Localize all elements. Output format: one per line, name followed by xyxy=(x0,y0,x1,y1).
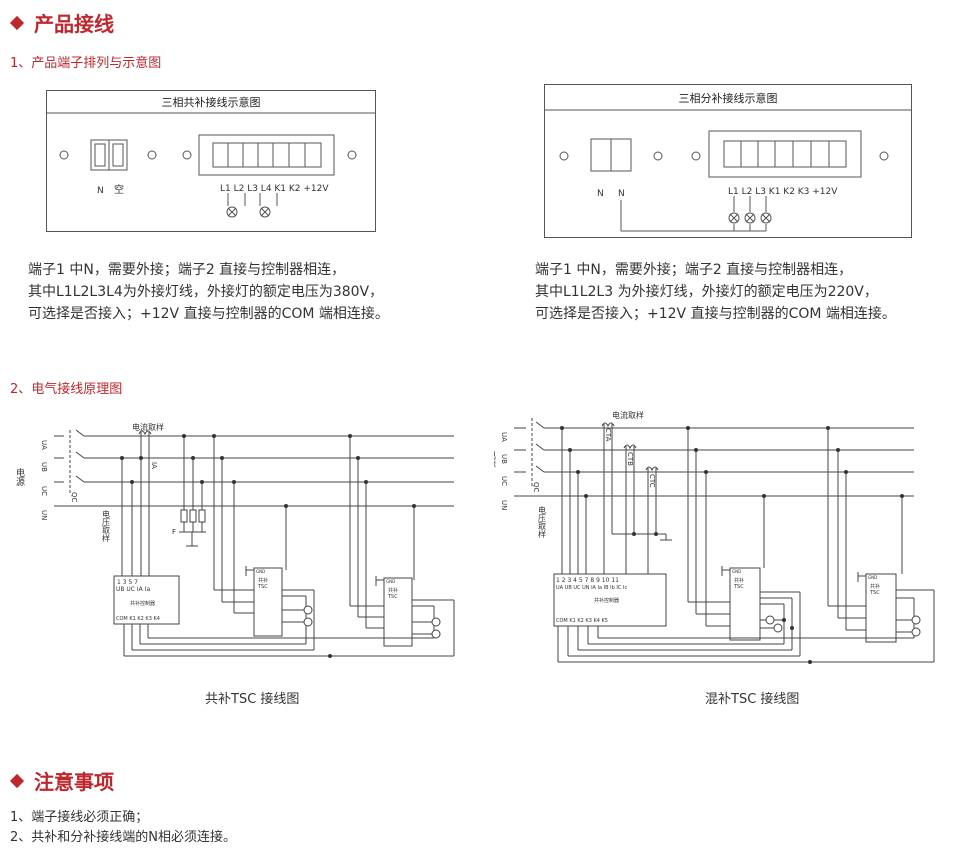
tsc-name: 共补 xyxy=(258,577,268,584)
bus-label: UB xyxy=(40,462,48,472)
terminal-panel-right: 三相分补接线示意图 N N L1 L2 L3 K1 K2 K3 +12V xyxy=(544,84,912,238)
lamp-icon xyxy=(259,206,271,218)
subsection-principle: 2、电气接线原理图 xyxy=(10,382,123,397)
diagram-caption-left: 共补TSC 接线图 xyxy=(205,692,300,707)
ct-label: CTA xyxy=(604,428,612,442)
description-line: 端子1 中N，需要外接；端子2 直接与控制器相连， xyxy=(535,262,853,278)
diamond-bullet-icon xyxy=(9,773,25,788)
ctrl-outputs: COM K1 K2 K3 K4 xyxy=(116,616,160,622)
section-title-notes: 注意事项 xyxy=(9,766,114,795)
source-label: 电源 xyxy=(494,449,496,469)
ct-label: CTB xyxy=(626,452,634,466)
ctrl-name: 共补控制器 xyxy=(594,597,619,604)
wiring-diagram-right: 电源 UA UB UC UN QC 电流取样 CTA CTB CTC 电压取样 … xyxy=(494,410,935,664)
panel-right-n2-label: N xyxy=(618,189,625,199)
fuse-label: F xyxy=(172,528,176,536)
terminal-panel-left: 三相共补接线示意图 N 空 L1 L2 L3 L4 K1 K2 +12V xyxy=(46,90,376,232)
tsc-name: 共补 xyxy=(870,583,880,590)
note-item: 1、端子接线必须正确； xyxy=(10,810,149,825)
ctrl-pin-names: UB UC IA Ia xyxy=(116,586,150,593)
voltage-sample-label: 电压取样 xyxy=(102,509,111,543)
tsc-sub: TSC xyxy=(733,584,744,590)
lamp-icon xyxy=(303,605,441,639)
bus-label: UN xyxy=(40,510,48,520)
lamp-icon xyxy=(226,206,238,218)
ia-label: IA xyxy=(150,462,158,469)
wiring-diagram-left: 电源 UA UB UC UN QC 电流取样 IA 电压取样 F 1 3 5 7… xyxy=(14,422,455,658)
bus-label: UN xyxy=(500,500,508,510)
notes-list: 1、端子接线必须正确； 2、共补和分补接线端的N相必须连接。 xyxy=(10,808,236,848)
bus-label: UC xyxy=(500,476,508,486)
section-title-text: 产品接线 xyxy=(34,12,114,36)
gnd-label: GND xyxy=(868,575,877,580)
ctrl-name: 共补控制器 xyxy=(130,600,155,607)
description-line: 其中L1L2L3 为外接灯线，外接灯的额定电压为220V， xyxy=(535,284,878,300)
lamp-icon xyxy=(744,212,756,224)
tsc-sub: TSC xyxy=(387,594,398,600)
current-sample-label: 电流取样 xyxy=(612,410,644,420)
ct-label: CTC xyxy=(648,474,656,488)
ctrl-outputs: COM K1 K2 K3 K4 K5 xyxy=(556,618,608,624)
bus-label: UA xyxy=(500,432,508,442)
note-item: 2、共补和分补接线端的N相必须连接。 xyxy=(10,830,236,845)
qc-label: QC xyxy=(70,492,78,503)
lamp-icon xyxy=(728,212,740,224)
panel-right-terminals: L1 L2 L3 K1 K2 K3 +12V xyxy=(728,187,838,197)
description-left: 端子1 中N，需要外接；端子2 直接与控制器相连， 其中L1L2L3L4为外接灯… xyxy=(28,259,389,325)
ctrl-pins: 1 3 5 7 xyxy=(117,579,138,586)
section-title-wiring: 产品接线 xyxy=(9,8,114,37)
description-line: 可选择是否接入；+12V 直接与控制器的COM 端相连接。 xyxy=(535,306,896,322)
section-title-text: 注意事项 xyxy=(34,770,114,794)
description-line: 其中L1L2L3L4为外接灯线，外接灯的额定电压为380V， xyxy=(28,284,384,300)
panel-left-terminals: L1 L2 L3 L4 K1 K2 +12V xyxy=(220,184,329,194)
lamp-icon xyxy=(765,615,921,637)
description-line: 端子1 中N，需要外接；端子2 直接与控制器相连， xyxy=(28,262,346,278)
description-right: 端子1 中N，需要外接；端子2 直接与控制器相连， 其中L1L2L3 为外接灯线… xyxy=(535,259,896,325)
gnd-label: GND xyxy=(386,579,395,584)
diagram-caption-right: 混补TSC 接线图 xyxy=(705,692,800,707)
tsc-name: 共补 xyxy=(388,587,398,594)
voltage-sample-label: 电压取样 xyxy=(538,505,547,539)
subsection-terminal: 1、产品端子排列与示意图 xyxy=(10,56,162,71)
description-line: 可选择是否接入；+12V 直接与控制器的COM 端相连接。 xyxy=(28,306,389,322)
panel-left-n2-label: 空 xyxy=(114,183,124,196)
bus-label: UB xyxy=(500,454,508,464)
panel-left-title: 三相共补接线示意图 xyxy=(162,95,261,109)
panel-right-title: 三相分补接线示意图 xyxy=(679,91,778,105)
diamond-bullet-icon xyxy=(9,15,25,30)
bus-label: UA xyxy=(40,440,48,450)
lamp-icon xyxy=(760,212,772,224)
tsc-sub: TSC xyxy=(869,590,880,596)
gnd-label: GND xyxy=(732,569,741,574)
tsc-name: 共补 xyxy=(734,577,744,584)
source-label: 电源 xyxy=(14,467,25,487)
qc-label: QC xyxy=(532,482,540,493)
current-sample-label: 电流取样 xyxy=(132,422,164,432)
tsc-sub: TSC xyxy=(257,584,268,590)
bus-label: UC xyxy=(40,486,48,496)
ctrl-pin-names: UA UB UC UN IA Ia IB Ib IC Ic xyxy=(556,585,627,591)
gnd-label: GND xyxy=(256,569,265,574)
ctrl-pins: 1 2 3 4 5 7 8 9 10 11 xyxy=(556,577,619,584)
panel-left-n-label: N xyxy=(97,186,104,196)
panel-right-n-label: N xyxy=(597,189,604,199)
